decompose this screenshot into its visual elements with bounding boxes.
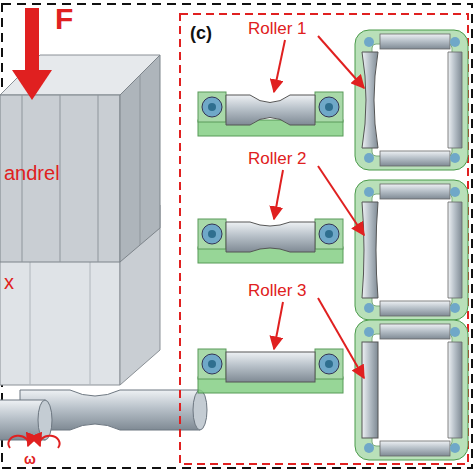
panel-label: (c)	[190, 24, 212, 42]
part-name: Roller 3	[248, 282, 307, 299]
rotation-symbol: ω	[24, 452, 36, 466]
force-label: F	[55, 4, 73, 34]
part-name: Roller 1	[248, 20, 307, 37]
part-name: Roller 2	[248, 150, 307, 167]
part-name: andrel	[4, 163, 60, 183]
part-name: x	[4, 272, 14, 292]
